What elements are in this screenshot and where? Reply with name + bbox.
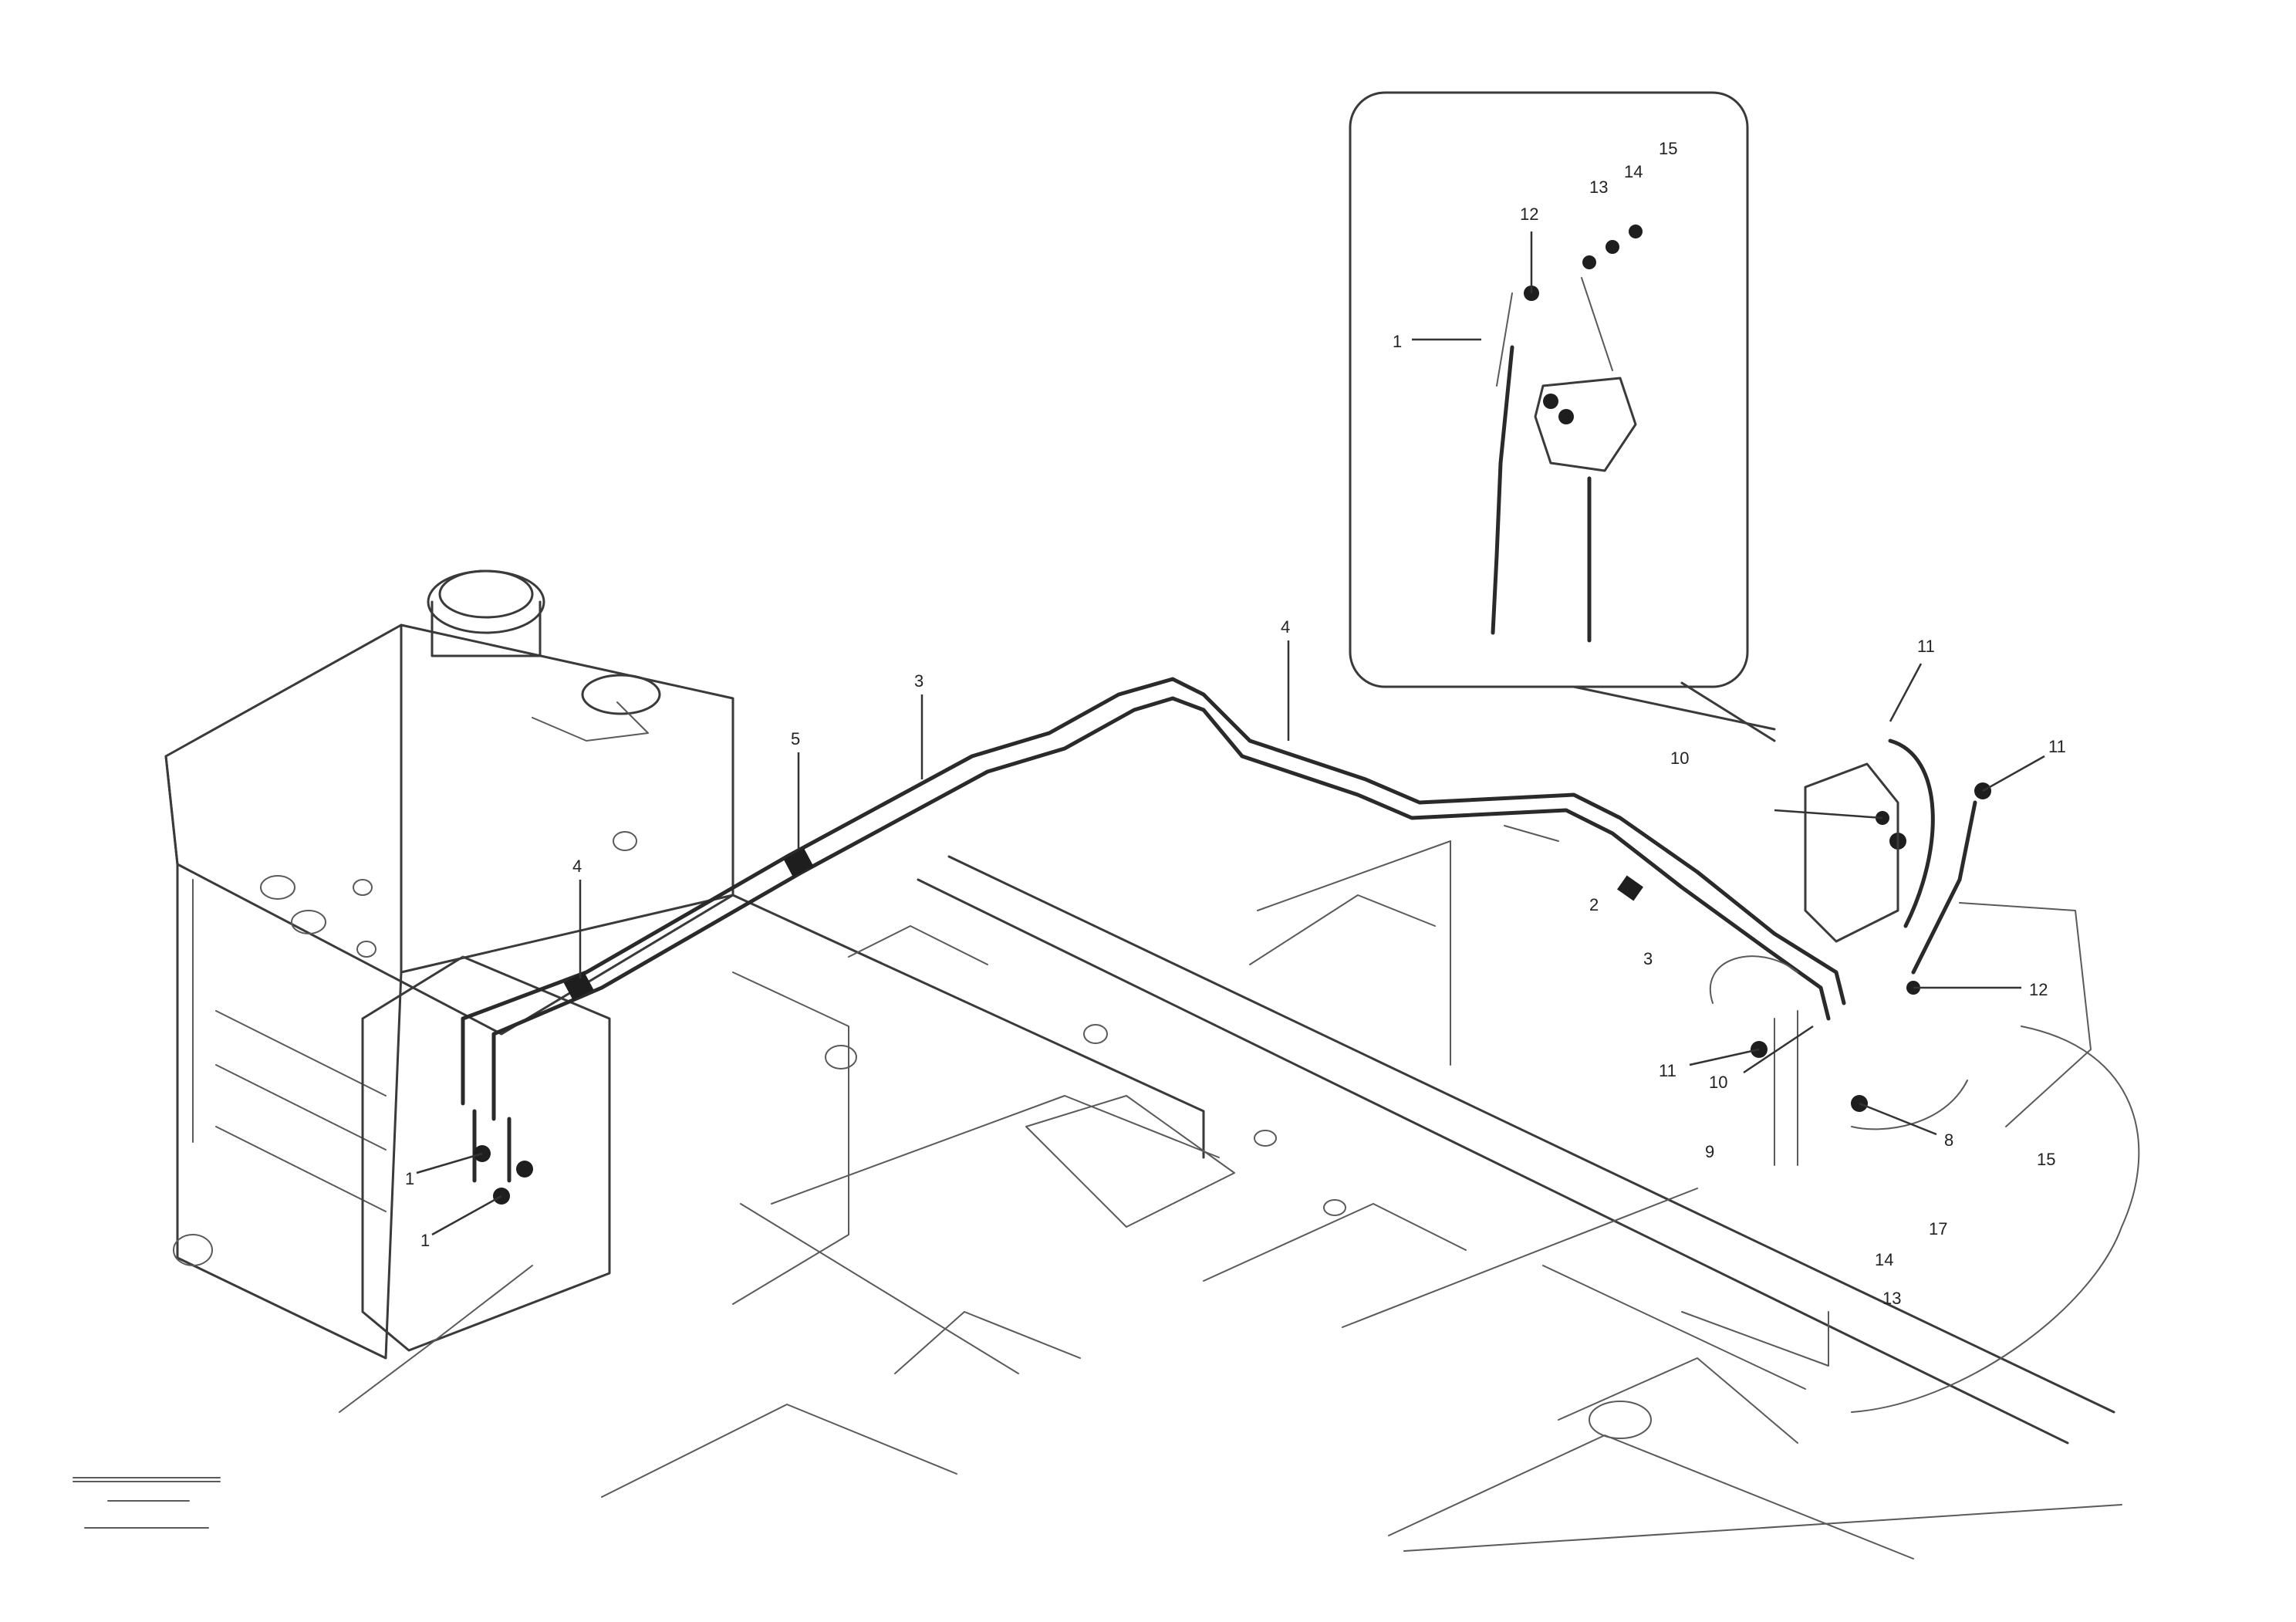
callout-label: 4	[572, 857, 582, 876]
callout-leaders	[416, 231, 2045, 1236]
callout-label: 1	[420, 1231, 430, 1250]
callout-label: 13	[1882, 1289, 1901, 1308]
callout-label: 11	[1917, 637, 1935, 656]
callout-label: 9	[1705, 1142, 1714, 1161]
callout-numbers: 5 4 3 4 10 11 11 12 8 11 10 1 1 2 3 9 14…	[405, 617, 2066, 1308]
callout-label: 10	[1709, 1073, 1727, 1092]
callout-label: 12	[2029, 980, 2048, 999]
callout-label: 3	[914, 671, 923, 691]
valve-assembly	[1710, 738, 1977, 1166]
inset-callout-label: 13	[1589, 177, 1608, 197]
inset-callout-numbers: 12 13 14 15 1	[1393, 139, 1677, 351]
callout-label: 2	[1589, 895, 1599, 914]
tank-guard	[361, 955, 611, 1352]
callout-label: 1	[405, 1169, 414, 1188]
callout-label: 15	[2037, 1150, 2055, 1169]
callout-label: 11	[2048, 737, 2066, 756]
callout-label: 4	[1281, 617, 1290, 637]
callout-label: 17	[1929, 1219, 1947, 1238]
inset-callout-label: 1	[1393, 332, 1402, 351]
inset-callout-label: 12	[1520, 204, 1538, 224]
callout-label: 5	[791, 729, 800, 748]
callout-label: 11	[1659, 1061, 1676, 1080]
callout-label: 14	[1875, 1250, 1893, 1269]
hydraulic-tank	[164, 569, 734, 1360]
callout-label: 3	[1643, 949, 1653, 968]
drawing-stamp	[73, 1477, 221, 1529]
inset-callout-label: 14	[1624, 162, 1643, 181]
upper-frame	[339, 825, 2140, 1559]
hose-run	[461, 677, 1846, 1183]
callout-label: 8	[1944, 1130, 1953, 1150]
inset-callout-label: 15	[1659, 139, 1677, 158]
inset-detail	[1349, 91, 1776, 742]
hose-clamps	[474, 782, 1991, 1205]
callout-label: 10	[1670, 748, 1689, 768]
